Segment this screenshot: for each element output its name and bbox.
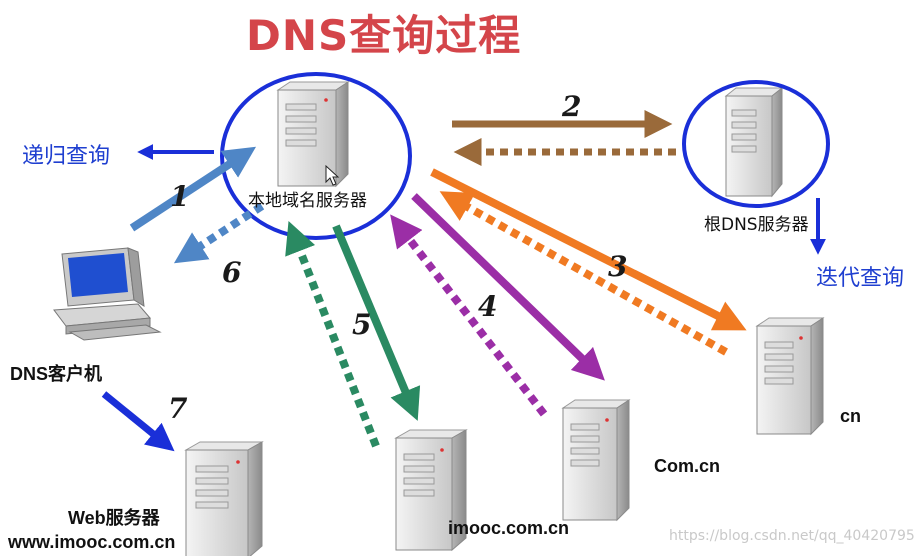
step-5-label: 5 <box>352 308 372 341</box>
step-1-label: 1 <box>170 180 190 213</box>
root-dns-ellipse <box>682 80 830 208</box>
step5-reply-arrow <box>285 221 380 448</box>
step4-query-arrow <box>411 193 605 381</box>
web-server-icon <box>184 441 264 556</box>
imooc-label: imooc.com.cn <box>448 518 570 538</box>
step-6-label: 6 <box>222 256 242 289</box>
step5-query-arrow <box>332 224 421 421</box>
step6-reply-arrow <box>173 202 265 264</box>
step-2-label: 2 <box>562 90 582 123</box>
com-cn-server-icon <box>561 399 631 522</box>
root-dns-label: 根DNS服务器 <box>704 215 809 235</box>
step7-arrow <box>101 391 175 452</box>
step1-query-arrow <box>129 146 257 232</box>
com-cn-label: Com.cn <box>654 456 721 476</box>
cn-label: cn <box>840 406 862 426</box>
step-7-label: 7 <box>168 392 188 425</box>
web-url-label: www.imooc.com.cn <box>8 532 176 552</box>
step-4-label: 4 <box>478 290 498 323</box>
client-computer-icon <box>53 247 162 341</box>
web-server-label: Web服务器 <box>68 508 160 528</box>
step-3-label: 3 <box>608 250 628 283</box>
cursor-icon <box>325 164 340 186</box>
diagram-title: DNS查询过程 <box>246 11 522 60</box>
iterative-query-label: 迭代查询 <box>816 266 905 291</box>
imooc-server-icon <box>394 429 468 552</box>
recursive-query-label: 递归查询 <box>22 144 111 169</box>
cn-server-icon <box>755 317 825 436</box>
step3-reply-arrow <box>439 191 728 356</box>
local-dns-server-icon <box>276 81 350 188</box>
step3-query-arrow <box>430 168 747 331</box>
client-label: DNS客户机 <box>10 364 103 384</box>
root-dns-server-icon <box>724 86 784 198</box>
step4-reply-arrow <box>390 214 548 417</box>
watermark: https://blog.csdn.net/qq_40420795 <box>669 528 915 544</box>
local-dns-label: 本地域名服务器 <box>248 191 367 211</box>
